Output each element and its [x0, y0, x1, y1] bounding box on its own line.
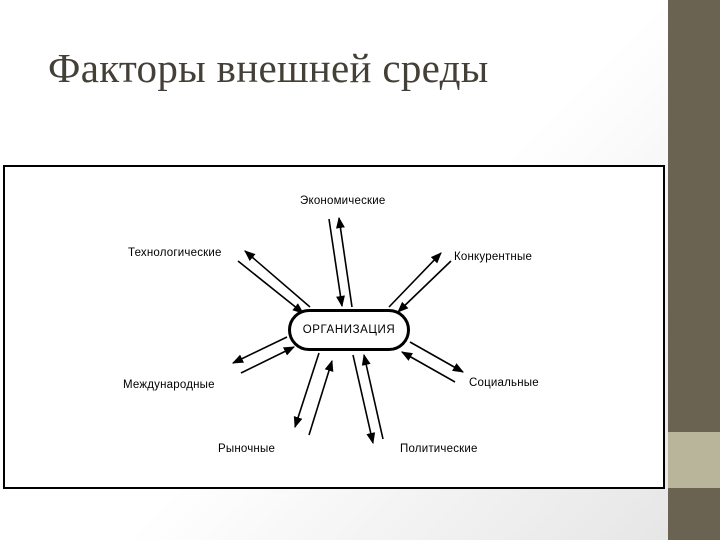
arrow-political-in — [361, 353, 384, 440]
slide-title: Факторы внешней среды — [48, 45, 489, 91]
label-international: Международные — [123, 379, 215, 391]
arrow-comp-in — [397, 260, 452, 313]
arrow-social-in — [401, 351, 456, 383]
arrow-social-out — [409, 341, 464, 373]
arrow-market-in — [308, 359, 334, 436]
arrow-political-out — [352, 354, 376, 445]
label-market: Рыночные — [218, 443, 276, 455]
label-economic: Экономические — [300, 195, 386, 207]
arrow-intl-in — [240, 346, 296, 374]
arrow-economic-in — [328, 218, 345, 308]
diagram-frame: ОРГАНИЗАЦИЯ Экономические Технологически… — [3, 165, 665, 489]
arrow-comp-out — [388, 252, 442, 308]
label-competitive: Конкурентные — [454, 251, 533, 263]
label-political: Политические — [400, 443, 478, 455]
label-technological: Технологические — [128, 247, 222, 259]
arrow-intl-out — [231, 336, 288, 364]
arrow-market-out — [293, 352, 320, 429]
slide-side-accent — [668, 432, 720, 488]
organization-node: ОРГАНИЗАЦИЯ — [288, 309, 410, 351]
arrow-economic-out — [336, 216, 353, 308]
label-social: Социальные — [469, 377, 539, 389]
arrow-tech-in — [237, 260, 304, 314]
arrows-canvas — [231, 216, 464, 445]
arrow-tech-out — [244, 250, 311, 308]
organization-label: ОРГАНИЗАЦИЯ — [302, 324, 396, 336]
